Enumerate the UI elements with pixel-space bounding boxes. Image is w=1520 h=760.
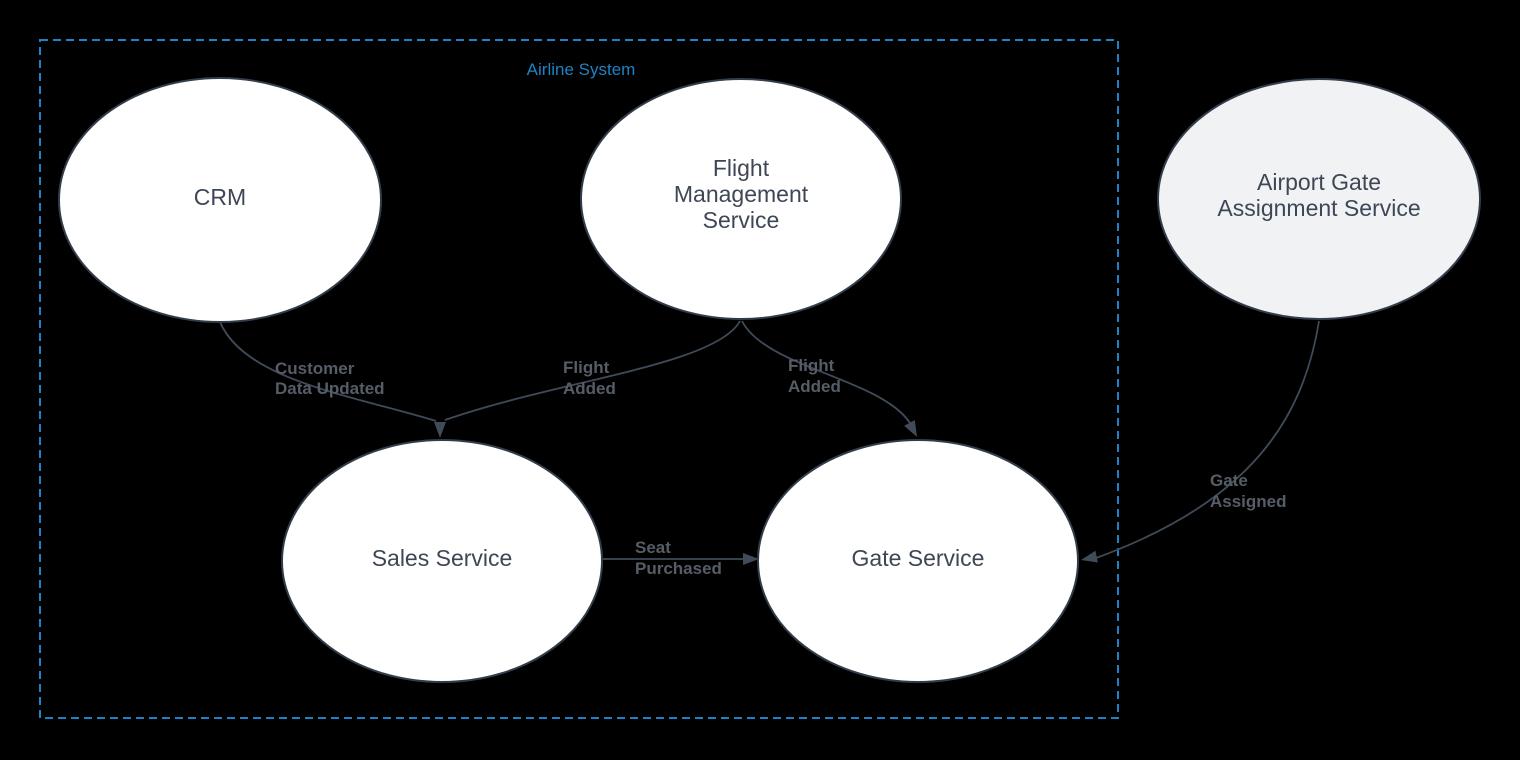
node-sales-service-label: Sales Service	[372, 545, 513, 571]
node-airport-gate-assignment-service-ellipse	[1157, 78, 1481, 320]
node-airport-gate-assignment-service: Airport Gate Assignment Service	[1157, 78, 1481, 320]
node-gate-service-label: Gate Service	[852, 545, 985, 571]
airline-system-boundary: Airline System	[39, 39, 1119, 719]
node-flight-management-service-label-line-1: Flight	[713, 155, 770, 181]
node-sales-service-ellipse	[281, 439, 603, 683]
edge-label-flight-added-right-line-1: Flight	[788, 356, 835, 375]
edge-label-seat-purchased-line-1: Seat	[635, 538, 671, 557]
arrowhead-into-gate-service-top	[904, 420, 917, 437]
edge-label-flight-added-left-line-2: Added	[563, 379, 616, 398]
node-sales-service: Sales Service	[281, 439, 603, 683]
node-crm-label: CRM	[194, 184, 246, 210]
arrowhead-into-gate-service-left	[743, 553, 759, 565]
arrowhead-into-sales-service	[434, 422, 446, 438]
edge-label-gate-assigned-line-2: Assigned	[1210, 492, 1287, 511]
node-gate-service: Gate Service	[757, 439, 1079, 683]
edges	[219, 320, 1320, 565]
edge-label-flight-added-right-line-2: Added	[788, 377, 841, 396]
edge-flight-management-to-gate-service	[741, 320, 911, 424]
airline-system-boundary-label: Airline System	[527, 60, 636, 79]
node-airport-gate-assignment-service-label-line-1: Airport Gate	[1257, 169, 1381, 195]
edge-labels: Customer Data Updated Flight Added Fligh…	[275, 356, 1287, 578]
node-crm: CRM	[58, 77, 382, 323]
node-flight-management-service: Flight Management Service	[580, 78, 902, 320]
arrowhead-into-gate-service-right	[1081, 550, 1098, 563]
nodes: CRM Flight Management Service Airport Ga…	[58, 77, 1481, 683]
edge-label-customer-data-updated-line-2: Data Updated	[275, 379, 385, 398]
edge-airport-gate-assignment-to-gate-service	[1095, 320, 1320, 559]
edge-label-seat-purchased-line-2: Purchased	[635, 559, 722, 578]
node-airport-gate-assignment-service-label-line-2: Assignment Service	[1217, 195, 1420, 221]
node-flight-management-service-label-line-3: Service	[703, 207, 780, 233]
edge-label-gate-assigned-line-1: Gate	[1210, 471, 1248, 490]
airline-system-boundary-rect	[39, 39, 1119, 719]
edge-flight-management-to-sales-service	[444, 320, 741, 421]
node-flight-management-service-label-line-2: Management	[674, 181, 809, 207]
edge-label-customer-data-updated-line-1: Customer	[275, 359, 355, 378]
node-flight-management-service-ellipse	[580, 78, 902, 320]
edge-crm-to-sales-service	[219, 321, 437, 422]
node-gate-service-ellipse	[757, 439, 1079, 683]
node-crm-ellipse	[58, 77, 382, 323]
edge-label-flight-added-left-line-1: Flight	[563, 358, 610, 377]
